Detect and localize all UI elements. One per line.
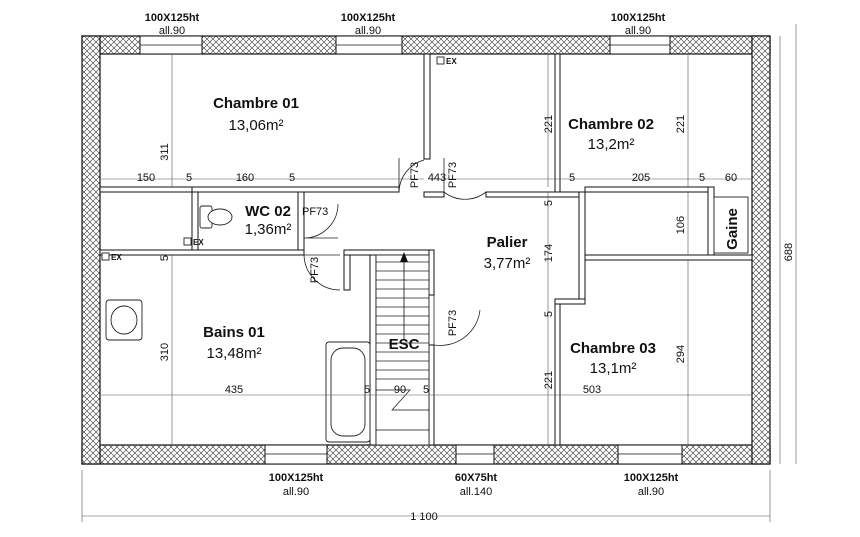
window-bottom-left bbox=[264, 444, 328, 465]
door-chambre01-label: PF73 bbox=[409, 162, 421, 188]
window-bottom-right-size: 100X125ht bbox=[624, 472, 679, 484]
dim-5-d: 5 bbox=[699, 172, 705, 184]
dim-221-b: 221 bbox=[675, 115, 687, 133]
dim-310: 310 bbox=[159, 343, 171, 361]
room-chambre01-area: 13,06m² bbox=[228, 117, 283, 134]
dim-5-i: 5 bbox=[423, 384, 429, 396]
dim-5-b: 5 bbox=[289, 172, 295, 184]
dim-5-h: 5 bbox=[364, 384, 370, 396]
window-bottom-center bbox=[455, 444, 495, 465]
dim-5-e: 5 bbox=[543, 200, 555, 206]
room-chambre03-name: Chambre 03 bbox=[570, 340, 656, 357]
interior-walls bbox=[99, 53, 753, 446]
room-chambre03-area: 13,1m² bbox=[590, 360, 637, 377]
door-chambre01 bbox=[398, 158, 425, 193]
window-bottom-center-sill: all.140 bbox=[460, 486, 492, 498]
room-palier-area: 3,77m² bbox=[484, 255, 531, 272]
window-bottom-center-size: 60X75ht bbox=[455, 472, 498, 484]
room-wc02-area: 1,36m² bbox=[245, 221, 292, 238]
window-top-right-sill: all.90 bbox=[625, 25, 651, 37]
window-labels: 100X125ht all.90 100X125ht all.90 100X12… bbox=[145, 12, 679, 498]
dim-160: 160 bbox=[236, 172, 254, 184]
dim-5-f: 5 bbox=[543, 311, 555, 317]
room-chambre01-name: Chambre 01 bbox=[213, 95, 299, 112]
room-chambre02-area: 13,2m² bbox=[588, 136, 635, 153]
dim-174: 174 bbox=[543, 244, 555, 262]
window-bottom-left-size: 100X125ht bbox=[269, 472, 324, 484]
dim-503: 503 bbox=[583, 384, 601, 396]
dim-106: 106 bbox=[675, 216, 687, 234]
room-wc02-name: WC 02 bbox=[245, 203, 291, 220]
dim-1100: 1 100 bbox=[410, 511, 438, 523]
room-gaine-name: Gaine bbox=[724, 208, 741, 250]
dim-221-a: 221 bbox=[543, 115, 555, 133]
dim-5-a: 5 bbox=[186, 172, 192, 184]
dim-205: 205 bbox=[632, 172, 650, 184]
window-openings bbox=[139, 35, 683, 465]
door-bains bbox=[303, 254, 341, 291]
vent-label-2: EX bbox=[193, 238, 204, 247]
room-esc-name: ESC bbox=[389, 336, 420, 353]
dim-688: 688 bbox=[783, 243, 795, 261]
window-top-right-size: 100X125ht bbox=[611, 12, 666, 24]
vent-labels: EX EX EX bbox=[111, 57, 457, 262]
door-labels: PF73 PF73 PF73 PF73 PF73 bbox=[302, 162, 459, 336]
dim-294: 294 bbox=[675, 345, 687, 363]
vent-label-3: EX bbox=[111, 253, 122, 262]
dim-150: 150 bbox=[137, 172, 155, 184]
room-labels: Chambre 01 13,06m² Chambre 02 13,2m² WC … bbox=[203, 95, 741, 377]
window-bottom-right bbox=[617, 444, 683, 465]
dim-435: 435 bbox=[225, 384, 243, 396]
fixtures bbox=[105, 196, 749, 443]
door-chambre03 bbox=[433, 295, 481, 346]
door-chambre02-label: PF73 bbox=[447, 162, 459, 188]
dim-90: 90 bbox=[394, 384, 406, 396]
dimension-lines bbox=[81, 24, 797, 522]
window-top-left-sill: all.90 bbox=[159, 25, 185, 37]
gaine-shaft bbox=[713, 196, 749, 254]
door-bains-label: PF73 bbox=[309, 257, 321, 283]
door-chambre03-label: PF73 bbox=[447, 310, 459, 336]
doors bbox=[303, 158, 487, 346]
window-top-center-size: 100X125ht bbox=[341, 12, 396, 24]
room-palier-name: Palier bbox=[487, 234, 528, 251]
dim-5-g: 5 bbox=[159, 255, 171, 261]
room-bains01-name: Bains 01 bbox=[203, 324, 265, 341]
dim-60: 60 bbox=[725, 172, 737, 184]
dim-311: 311 bbox=[159, 143, 171, 161]
vent-label-1: EX bbox=[446, 57, 457, 66]
window-top-center-sill: all.90 bbox=[355, 25, 381, 37]
window-top-left-size: 100X125ht bbox=[145, 12, 200, 24]
dim-5-c: 5 bbox=[569, 172, 575, 184]
door-wc-label: PF73 bbox=[302, 206, 328, 218]
room-chambre02-name: Chambre 02 bbox=[568, 116, 654, 133]
dimension-labels: 150 5 160 5 443 5 205 5 60 311 221 221 1… bbox=[137, 115, 795, 523]
room-bains01-area: 13,48m² bbox=[206, 345, 261, 362]
window-bottom-left-sill: all.90 bbox=[283, 486, 309, 498]
dim-443: 443 bbox=[428, 172, 446, 184]
dim-221-c: 221 bbox=[543, 371, 555, 389]
window-bottom-right-sill: all.90 bbox=[638, 486, 664, 498]
staircase bbox=[375, 252, 430, 446]
door-chambre02 bbox=[443, 158, 487, 200]
door-wc bbox=[303, 203, 339, 239]
vents bbox=[101, 56, 445, 261]
exterior-walls bbox=[81, 35, 771, 465]
